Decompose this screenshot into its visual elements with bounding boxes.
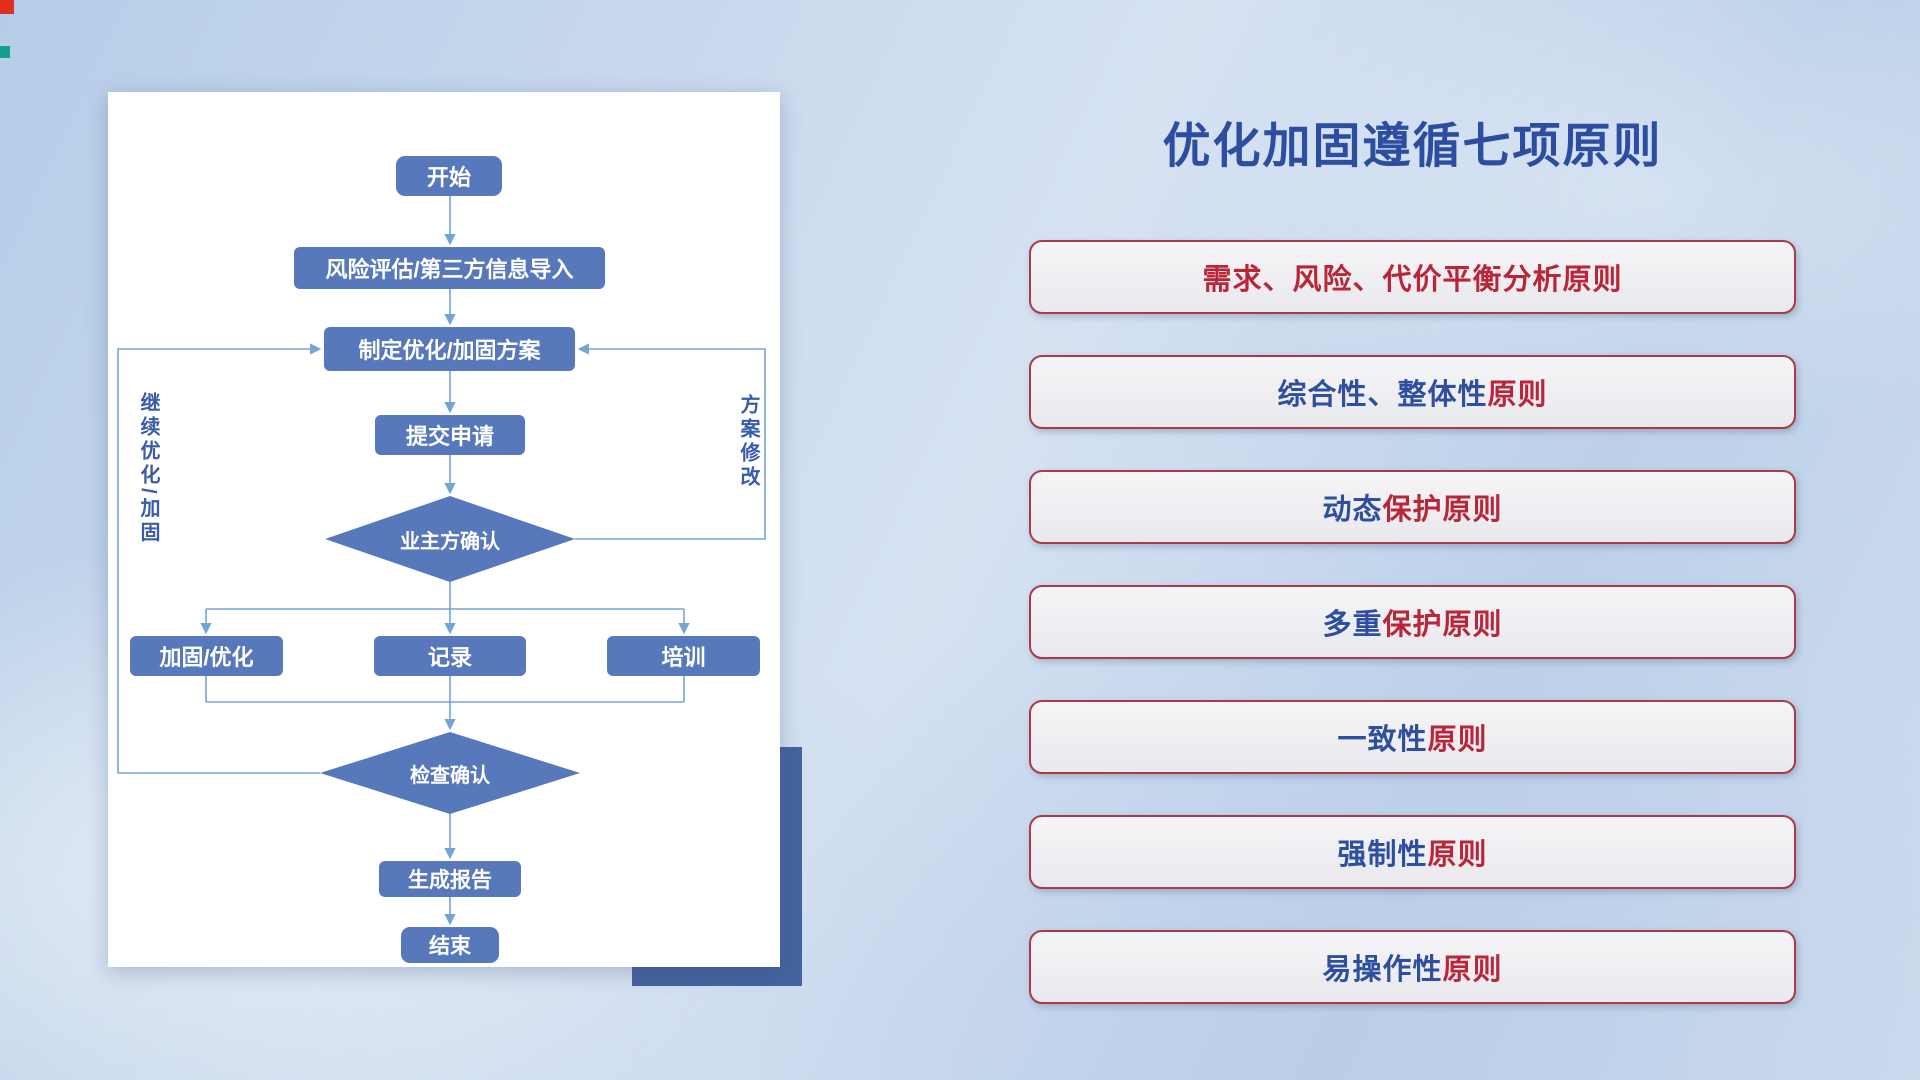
flow-node-training: 培训: [607, 636, 760, 676]
corner-artifact-red: [0, 0, 14, 14]
principle-text-red: 保护原则: [1382, 494, 1503, 526]
principle-box-3: 动态保护原则: [1029, 470, 1796, 544]
principle-text-blue: 强制性: [1337, 839, 1428, 871]
principle-box-6: 强制性原则: [1029, 815, 1796, 889]
principle-box-7: 易操作性原则: [1029, 930, 1796, 1004]
principle-text-red: 原则: [1487, 379, 1548, 411]
principles-list: 需求、风险、代价平衡分析原则 综合性、整体性原则 动态保护原则 多重保护原则 一…: [1029, 240, 1796, 1004]
principle-box-4: 多重保护原则: [1029, 585, 1796, 659]
flow-decision-owner-confirm: 业主方确认: [325, 496, 575, 582]
flow-decision-check-confirm: 检查确认: [320, 732, 580, 814]
principle-text-red: 原则: [1442, 954, 1503, 986]
principle-text-blue: 易操作性: [1322, 954, 1443, 986]
flow-node-generate-report: 生成报告: [379, 861, 521, 897]
flow-node-risk-assessment: 风险评估/第三方信息导入: [294, 247, 605, 289]
principle-text-red: 原则: [1427, 724, 1488, 756]
flowchart-card: 开始 风险评估/第三方信息导入 制定优化/加固方案 提交申请 业主方确认 加固/…: [108, 92, 780, 967]
flow-node-end: 结束: [401, 927, 499, 963]
principle-text-red: 保护原则: [1382, 609, 1503, 641]
principle-text-red: 原则: [1427, 839, 1488, 871]
loop-label-plan-revision: 方案修改: [737, 394, 759, 490]
page-title: 优化加固遵循七项原则: [1162, 120, 1663, 173]
principle-text-blue: 综合性、整体性: [1277, 379, 1488, 411]
principle-box-5: 一致性原则: [1029, 700, 1796, 774]
flow-node-make-plan: 制定优化/加固方案: [324, 327, 575, 371]
principle-text-blue: 动态: [1322, 494, 1383, 526]
flow-node-harden-optimize: 加固/优化: [130, 636, 283, 676]
flow-node-record: 记录: [374, 636, 526, 676]
flow-node-start: 开始: [396, 156, 502, 196]
flow-node-submit-application: 提交申请: [375, 415, 525, 455]
loop-label-continue-optimize: 继续优化/加固: [137, 392, 159, 546]
principle-box-1: 需求、风险、代价平衡分析原则: [1029, 240, 1796, 314]
principle-text-blue: 多重: [1322, 609, 1383, 641]
principle-text-red: 需求、风险、代价平衡分析原则: [1202, 264, 1623, 296]
corner-artifact-teal: [0, 46, 10, 58]
principle-box-2: 综合性、整体性原则: [1029, 355, 1796, 429]
principle-text-blue: 一致性: [1337, 724, 1428, 756]
